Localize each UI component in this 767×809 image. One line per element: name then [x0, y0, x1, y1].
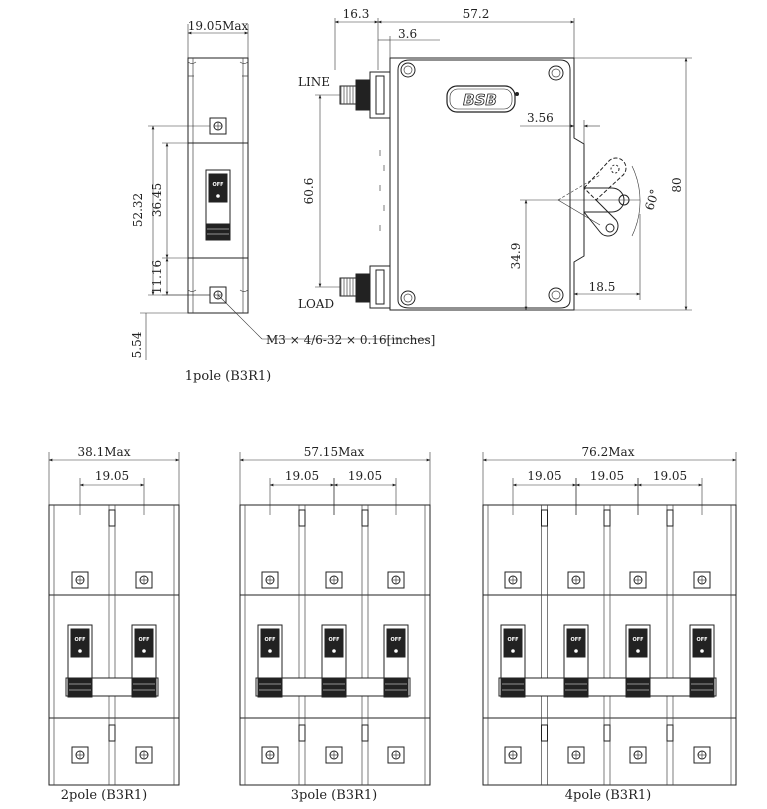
breaker-body [187, 57, 249, 314]
toggle-off-label: OFF [212, 182, 223, 188]
caption-2pole: 2pole (B3R1) [61, 788, 147, 803]
toggle-handle [500, 624, 526, 698]
toggle-handle: OFF [205, 169, 231, 241]
dim-3-56: 3.56 [527, 111, 554, 125]
toggle-handle [625, 624, 651, 698]
breaker-body [239, 504, 431, 786]
dim-angle: 60° [642, 187, 662, 212]
caption-1pole: 1pole (B3R1) [185, 369, 271, 384]
toggle-off-label: OFF [632, 637, 643, 643]
dim-5-54: 5.54 [130, 331, 144, 358]
breaker-side-body [389, 57, 585, 311]
pitch-label: 19.05 [527, 469, 561, 483]
toggle-handle [383, 624, 409, 698]
toggle-off-label: OFF [264, 637, 275, 643]
pitch-label: 19.05 [590, 469, 624, 483]
dim-16-3: 16.3 [343, 7, 370, 21]
width-max-label: 57.15Max [304, 445, 365, 459]
brand-logo-text: BSB [463, 91, 497, 109]
breaker-body [48, 504, 180, 786]
load-terminal [339, 265, 391, 309]
pitch-label: 19.05 [653, 469, 687, 483]
load-label: LOAD [298, 297, 334, 311]
dim-36-45: 36.45 [150, 183, 164, 217]
dim-60-6: 60.6 [302, 178, 316, 205]
toggle-handle [689, 624, 715, 698]
width-max-label: 76.2Max [582, 445, 635, 459]
toggle-handle [131, 624, 157, 698]
toggle-off-label: OFF [74, 637, 85, 643]
toggle-off-label: OFF [507, 637, 518, 643]
dim-3-6: 3.6 [398, 27, 417, 41]
line-label: LINE [298, 75, 330, 89]
bsb-logo: BSB [446, 85, 519, 113]
screw-spec-note: M3 × 4/6-32 × 0.16[inches] [266, 333, 435, 347]
caption-4pole: 4pole (B3R1) [565, 788, 651, 803]
line-terminal [339, 71, 391, 119]
dim-52-32: 52.32 [131, 193, 145, 227]
width-max-label: 38.1Max [78, 445, 131, 459]
toggle-off-label: OFF [570, 637, 581, 643]
toggle-handle [321, 624, 347, 698]
breaker-body [482, 504, 737, 786]
pitch-label: 19.05 [348, 469, 382, 483]
toggle-handle [67, 624, 93, 698]
handle-tie-bar [498, 677, 717, 697]
caption-3pole: 3pole (B3R1) [291, 788, 377, 803]
pitch-label: 19.05 [285, 469, 319, 483]
dim-11-16: 11.16 [150, 260, 164, 294]
toggle-handle [563, 624, 589, 698]
dim-34-9: 34.9 [509, 243, 523, 270]
width-max-label: 19.05Max [188, 19, 249, 33]
toggle-off-label: OFF [328, 637, 339, 643]
toggle-off-label: OFF [390, 637, 401, 643]
toggle-handle [257, 624, 283, 698]
toggle-off-label: OFF [696, 637, 707, 643]
side-view: 16.3 57.2 3.6 BSB [298, 7, 692, 311]
dim-18-5: 18.5 [589, 280, 616, 294]
dim-80: 80 [670, 177, 684, 192]
dim-57-2: 57.2 [463, 7, 490, 21]
single-pole-front-view: 19.05Max OFF 52.32 [130, 19, 435, 384]
pitch-label: 19.05 [95, 469, 129, 483]
toggle-off-label: OFF [138, 637, 149, 643]
handle-positions: 60° [557, 157, 662, 237]
